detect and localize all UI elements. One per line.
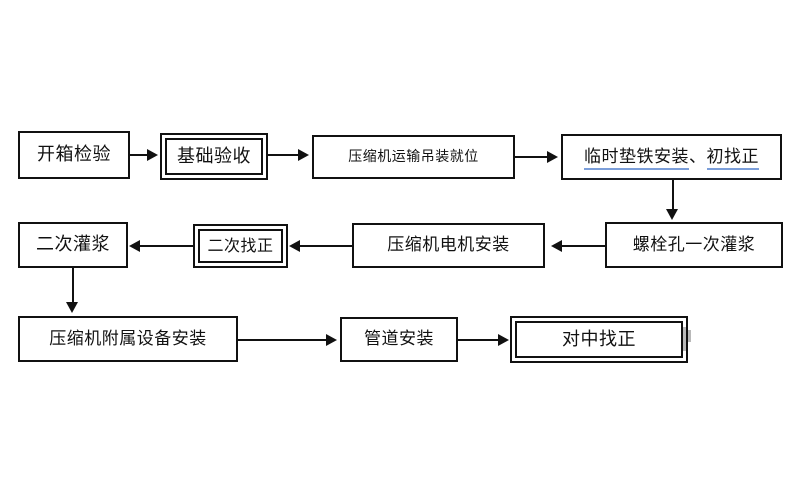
flow-node-label: 二次找正 [207,236,274,255]
connector-n5-n6 [562,245,605,247]
flow-node-guandaoanzhuang[interactable]: 管道安装 [340,317,458,362]
arrowhead-n3-n4 [547,151,558,163]
connector-n10-n11 [458,339,500,341]
connector-n8-n9 [72,268,74,304]
arrowhead-n10-n11 [498,334,509,346]
arrowhead-n4-n5 [666,209,678,220]
flow-node-label-segment-2: 、 [689,146,707,167]
flow-node-kaixiangjianyan[interactable]: 开箱检验 [18,131,130,179]
connector-n6-n7 [300,245,352,247]
flow-node-luoshuankongguanjiang[interactable]: 螺栓孔一次灌浆 [605,222,783,268]
flow-node-dianjipanzhuang[interactable]: 压缩机电机安装 [352,223,545,268]
flow-node-inner-frame: 基础验收 [165,138,263,175]
arrowhead-n7-n8 [129,240,140,252]
connector-n2-n3 [268,154,300,156]
flow-node-duizhongzhaozheng[interactable]: 对中找正 [510,316,688,363]
flow-node-label: 开箱检验 [37,144,111,165]
flow-node-jichuyanshou[interactable]: 基础验收 [160,133,268,180]
render-artifact-right-edge [683,327,686,351]
flow-node-label: 螺栓孔一次灌浆 [632,234,756,255]
flow-node-label: 压缩机运输吊装就位 [348,149,479,165]
flow-node-label: 对中找正 [562,328,636,350]
flow-node-label: 压缩机附属设备安装 [49,328,207,349]
arrowhead-n2-n3 [298,149,309,161]
connector-n1-n2 [130,154,149,156]
arrowhead-n8-n9 [66,302,78,313]
flow-node-fushushebei[interactable]: 压缩机附属设备安装 [18,316,238,362]
arrowhead-n5-n6 [551,240,562,252]
flow-node-label: 管道安装 [364,329,434,349]
flow-node-label-segment-1: 临时垫铁安装 [584,146,689,170]
flow-node-yunshudiaozhuang[interactable]: 压缩机运输吊装就位 [312,135,515,179]
flow-node-inner-frame: 对中找正 [515,321,683,358]
flow-node-label-segment-3: 初找正 [706,146,759,170]
arrowhead-n6-n7 [289,240,300,252]
connector-n3-n4 [515,156,549,158]
render-artifact-outer-edge [688,330,691,342]
flow-node-label: 临时垫铁安装、初找正 [584,146,759,170]
flow-node-label: 二次灌浆 [36,234,110,255]
arrowhead-n1-n2 [147,149,158,161]
connector-n4-n5 [672,180,674,211]
arrowhead-n9-n10 [326,334,337,346]
flow-node-inner-frame: 二次找正 [198,229,283,263]
flow-node-label: 压缩机电机安装 [387,235,510,255]
flow-node-ercizhaozheng[interactable]: 二次找正 [193,224,288,268]
connector-n7-n8 [140,245,193,247]
flow-node-label: 基础验收 [177,145,251,167]
flow-node-erciguanjiang[interactable]: 二次灌浆 [18,222,128,268]
flow-node-linshidiantie[interactable]: 临时垫铁安装、初找正 [561,134,782,180]
connector-n9-n10 [238,339,328,341]
